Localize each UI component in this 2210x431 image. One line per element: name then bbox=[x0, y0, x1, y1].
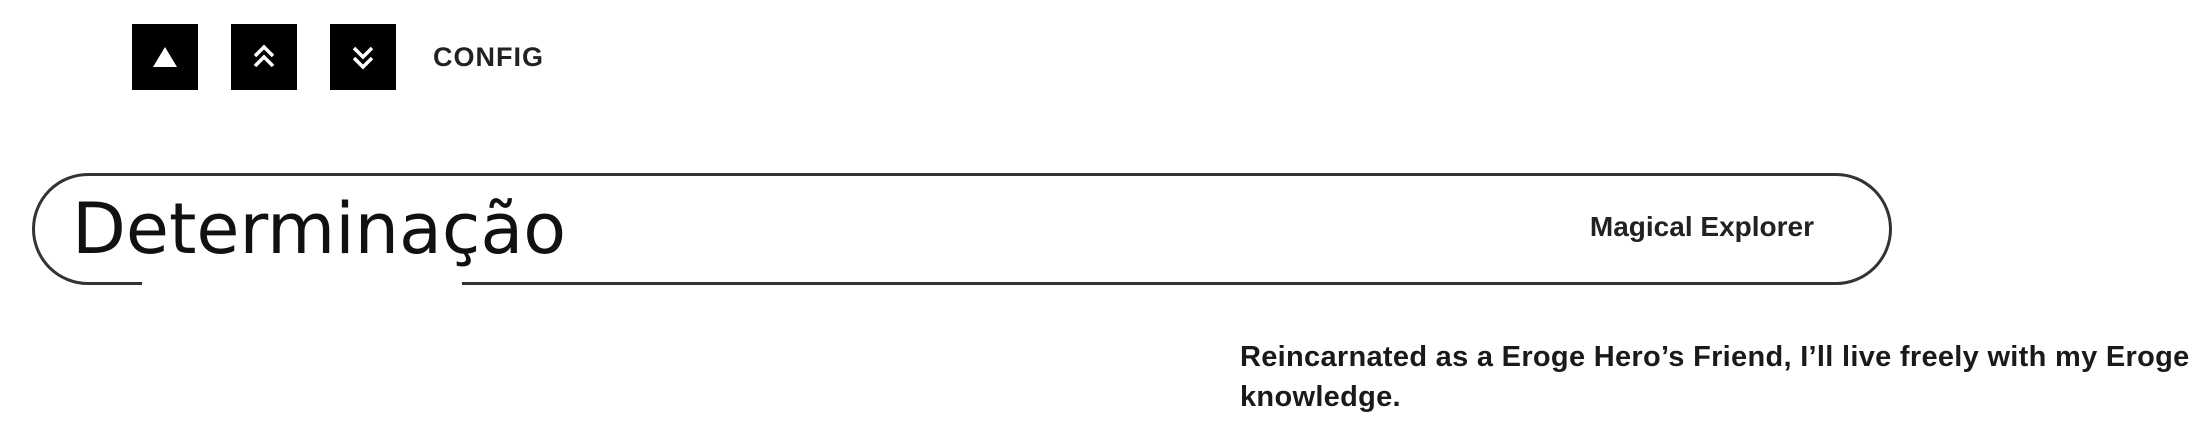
header-banner: Determinação Magical Explorer bbox=[32, 173, 1892, 290]
triangle-up-icon bbox=[153, 47, 177, 67]
description-text: Reincarnated as a Eroge Hero’s Friend, I… bbox=[1240, 341, 2190, 413]
page-title: Determinação bbox=[72, 188, 567, 270]
config-link[interactable]: CONFIG bbox=[433, 41, 544, 72]
banner-outline-gap bbox=[142, 278, 462, 290]
scroll-up-button[interactable] bbox=[132, 24, 198, 90]
banner-outline bbox=[32, 173, 1892, 285]
scroll-top-button[interactable] bbox=[231, 24, 297, 90]
toolbar: CONFIG bbox=[132, 24, 544, 90]
game-subtitle: Magical Explorer bbox=[1589, 211, 1814, 242]
scroll-bottom-button[interactable] bbox=[330, 24, 396, 90]
double-chevron-down-icon bbox=[352, 46, 374, 70]
double-chevron-up-icon bbox=[253, 44, 275, 68]
